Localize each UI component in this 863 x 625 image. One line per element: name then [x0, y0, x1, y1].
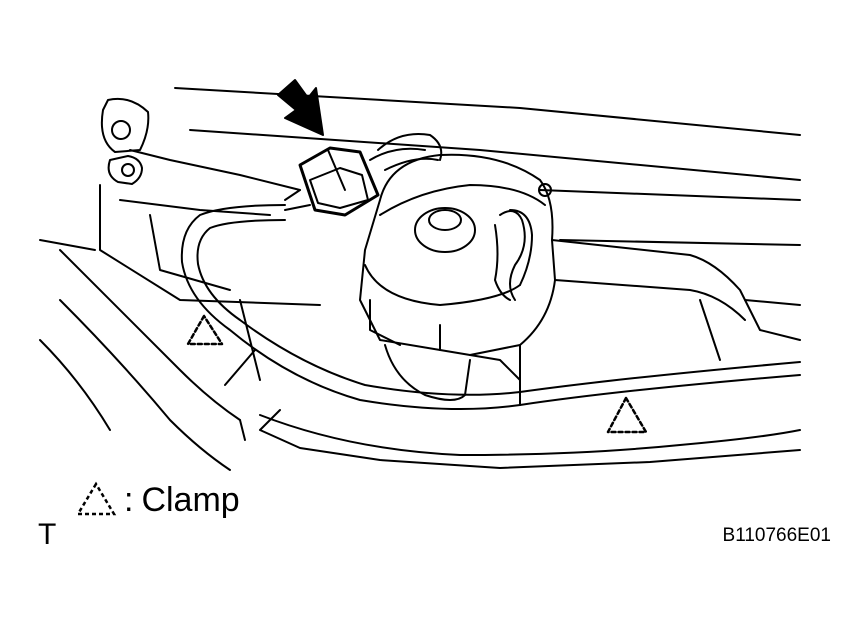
cowl-panel: [174, 87, 801, 306]
mount-bracket: [39, 97, 321, 306]
motor-wires: [494, 209, 533, 301]
wire-harness: [180, 204, 801, 469]
view-letter: T: [38, 518, 57, 551]
wiper-motor: [359, 153, 556, 406]
body-outline: [39, 249, 246, 471]
wiper-link: [551, 239, 801, 361]
clamp-marker-right: [606, 396, 648, 434]
wire-connector: [284, 133, 443, 217]
dashed-triangle-clamp-icon: [75, 481, 117, 516]
legend-label: Clamp: [141, 481, 240, 519]
callout-arrow: [277, 79, 324, 136]
legend: : Clamp: [74, 478, 240, 522]
legend-separator: :: [124, 481, 134, 519]
clamp-marker-left: [186, 314, 224, 346]
figure-code: B110766E01: [722, 525, 831, 546]
